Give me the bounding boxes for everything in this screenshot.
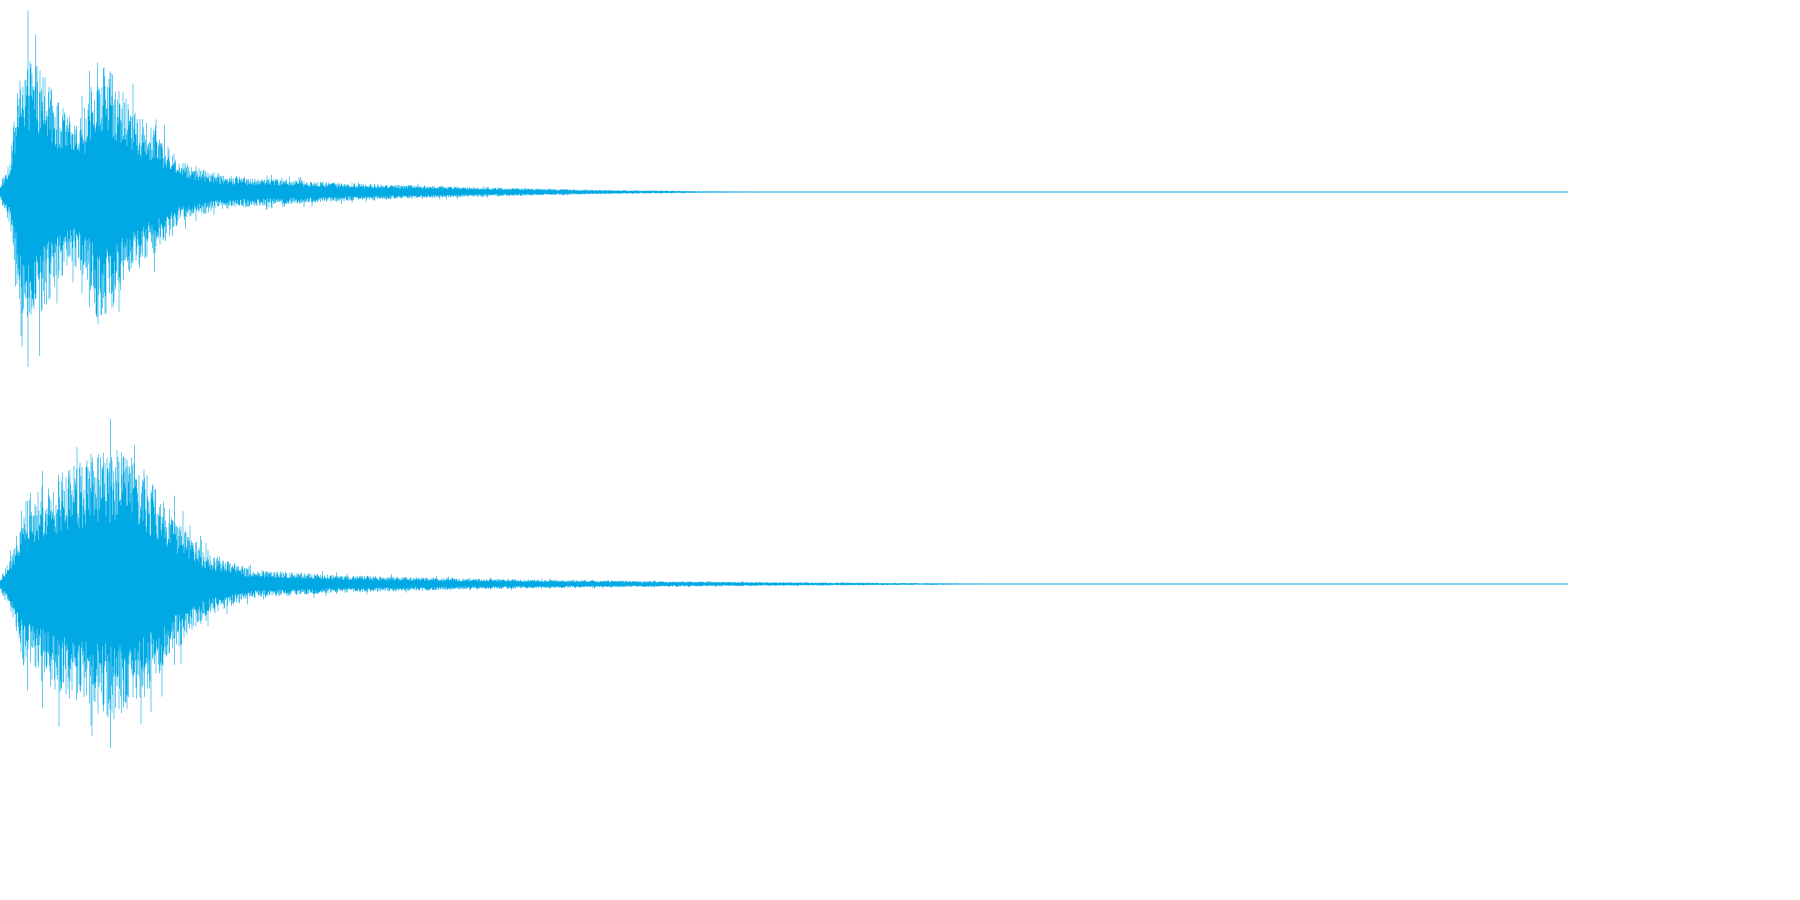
left-channel-svg [0, 10, 1568, 367]
left-channel-wave [0, 10, 808, 367]
right-channel-wave [0, 418, 1030, 749]
waveform-view [0, 0, 1568, 749]
right-channel-waveform [0, 392, 1568, 776]
right-channel-svg [0, 418, 1568, 749]
left-channel-waveform [0, 0, 1568, 384]
